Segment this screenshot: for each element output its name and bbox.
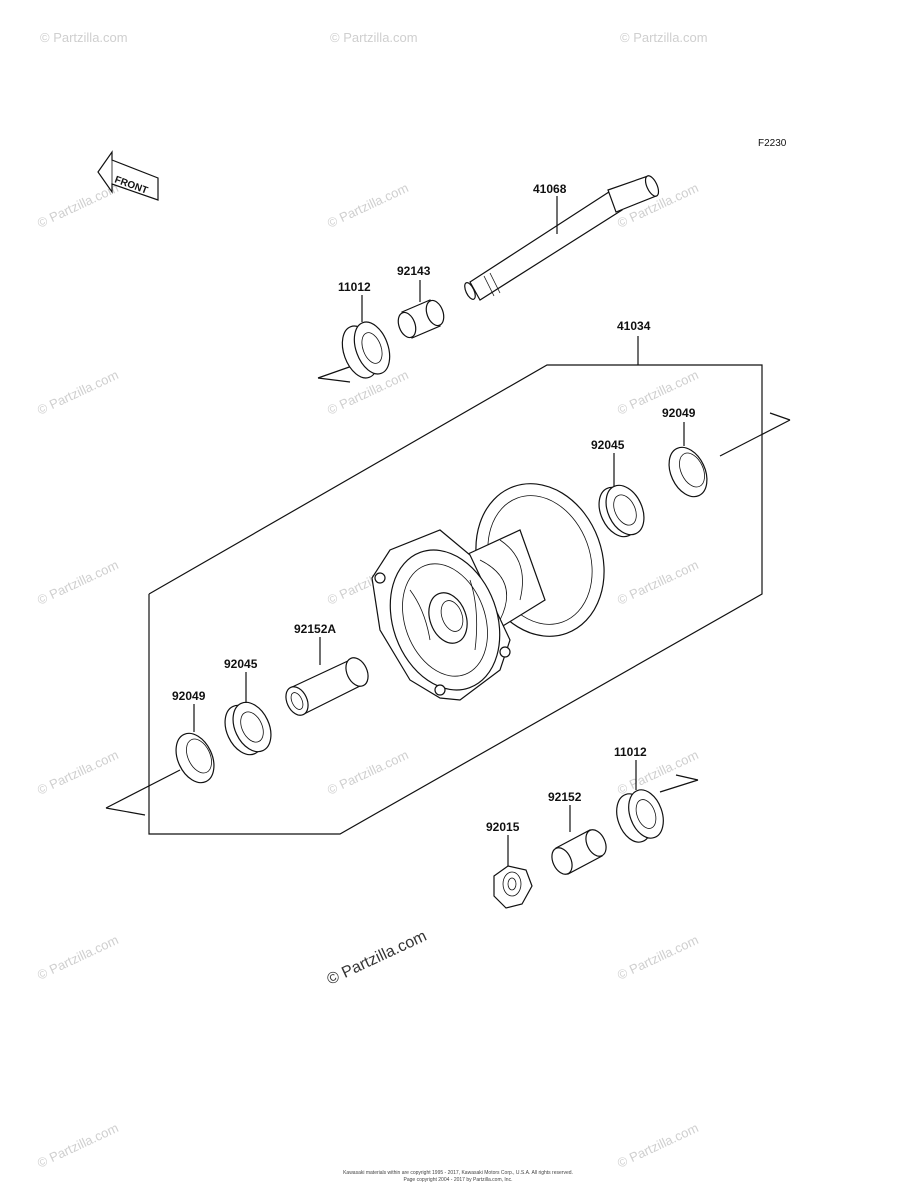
watermark: © Partzilla.com bbox=[35, 367, 121, 418]
watermark: © Partzilla.com bbox=[615, 557, 701, 608]
oil-seal-right-part bbox=[668, 446, 708, 498]
part-label-bearing-right: 92045 bbox=[591, 438, 625, 452]
watermark: © Partzilla.com bbox=[35, 932, 121, 983]
hub-bracket-lines bbox=[105, 336, 791, 835]
footer-copyright: Kawasaki materials within are copyright … bbox=[343, 1170, 573, 1176]
nut-part bbox=[493, 865, 533, 909]
part-label-seal-top: 11012 bbox=[338, 280, 371, 294]
seal-bottom-part bbox=[616, 789, 664, 843]
watermark: © Partzilla.com bbox=[35, 180, 121, 231]
watermark: © Partzilla.com bbox=[35, 1120, 121, 1171]
axle-part bbox=[464, 175, 660, 301]
part-label-oil-seal-right: 92049 bbox=[662, 406, 696, 420]
part-label-collar-bottom: 92152 bbox=[548, 790, 582, 804]
part-label-collar-top: 92143 bbox=[397, 264, 431, 278]
watermark: © Partzilla.com bbox=[325, 180, 411, 231]
seal-top-part bbox=[341, 321, 391, 379]
watermark: © Partzilla.com bbox=[325, 747, 411, 798]
collar-top-part bbox=[397, 299, 445, 339]
part-label-axle: 41068 bbox=[533, 182, 567, 196]
watermark: © Partzilla.com bbox=[330, 30, 418, 45]
watermark: © Partzilla.com bbox=[620, 30, 708, 45]
collar-bottom-part bbox=[551, 829, 607, 875]
watermark: © Partzilla.com bbox=[615, 1120, 701, 1171]
bearing-right-part bbox=[598, 484, 645, 538]
partzilla-watermark: © Partzilla.com bbox=[325, 928, 430, 989]
oil-seal-left-part bbox=[175, 732, 215, 784]
diagram-code: F2230 bbox=[758, 138, 787, 149]
part-label-seal-bottom: 11012 bbox=[614, 745, 647, 759]
part-label-spacer: 92152A bbox=[294, 622, 336, 636]
part-label-bearing-left: 92045 bbox=[224, 657, 258, 671]
watermark: © Partzilla.com bbox=[35, 747, 121, 798]
part-label-nut: 92015 bbox=[486, 820, 520, 834]
bearing-left-part bbox=[224, 701, 272, 756]
watermark: © Partzilla.com bbox=[40, 30, 128, 45]
spacer-part bbox=[285, 657, 369, 716]
footer-page-copyright: Page copyright 2004 - 2017 by Partzilla.… bbox=[404, 1177, 513, 1183]
watermark: © Partzilla.com bbox=[615, 932, 701, 983]
part-label-hub: 41034 bbox=[617, 319, 651, 333]
part-label-oil-seal-left: 92049 bbox=[172, 689, 206, 703]
wheel-hub-part bbox=[371, 483, 605, 701]
watermark: © Partzilla.com bbox=[35, 557, 121, 608]
